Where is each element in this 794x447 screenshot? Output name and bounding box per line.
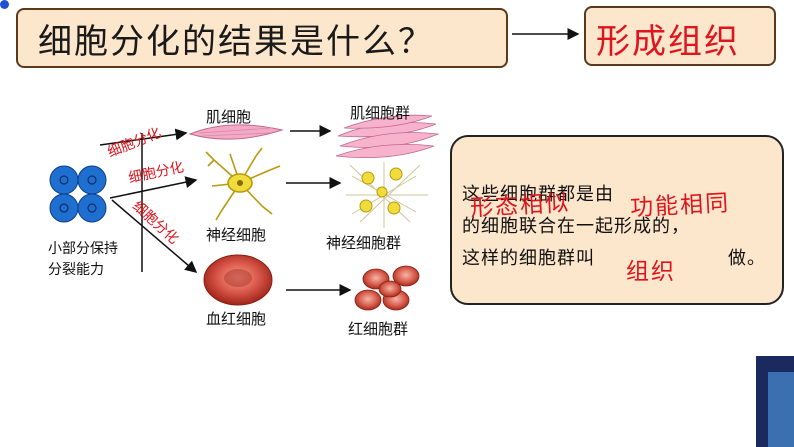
neuron-cell-label: 神经细胞 xyxy=(206,226,267,244)
corner-dot xyxy=(0,0,9,9)
fill-tissue: 组织 xyxy=(626,259,676,285)
muscle-cell xyxy=(188,124,284,140)
arrow-to-muscle xyxy=(99,128,188,146)
red-blood-cell xyxy=(203,254,273,306)
explanation-panel xyxy=(450,135,784,305)
explanation-line3-suffix: 做。 xyxy=(728,248,766,269)
rbc-group-label: 红细胞群 xyxy=(348,320,409,338)
rbc-tissue xyxy=(354,265,420,311)
explanation-line2: 的细胞联合在一起形成的， xyxy=(462,216,690,237)
muscle-cell-label: 肌细胞 xyxy=(206,108,252,126)
muscle-group-label: 肌细胞群 xyxy=(350,104,411,122)
stem-note-line1: 小部分保持 xyxy=(48,241,118,257)
question-box xyxy=(16,8,508,68)
neuron-group-label: 神经细胞群 xyxy=(326,234,402,252)
muscle-tissue xyxy=(335,114,440,159)
rbc-cell-label: 血红细胞 xyxy=(206,310,267,328)
question-text: 细胞分化的结果是什么？ xyxy=(38,22,434,62)
arrow-to-neuron xyxy=(109,176,198,199)
arrow-to-rbc xyxy=(111,199,198,273)
explanation-line1: 这些细胞群都是由 xyxy=(462,184,614,205)
fill-function-same: 功能相同 xyxy=(629,190,731,222)
answer-box xyxy=(584,6,776,66)
fill-shape-similar: 形态相似 xyxy=(469,190,571,222)
neuron-tissue xyxy=(346,162,428,228)
stem-note-line2: 分裂能力 xyxy=(48,262,104,278)
answer-text: 形成组织 xyxy=(596,22,740,62)
neuron-cell xyxy=(205,147,281,221)
corner-decoration-inner xyxy=(768,372,794,447)
stem-cells xyxy=(49,165,107,223)
explanation-line3-prefix: 这样的细胞群叫 xyxy=(462,248,595,269)
